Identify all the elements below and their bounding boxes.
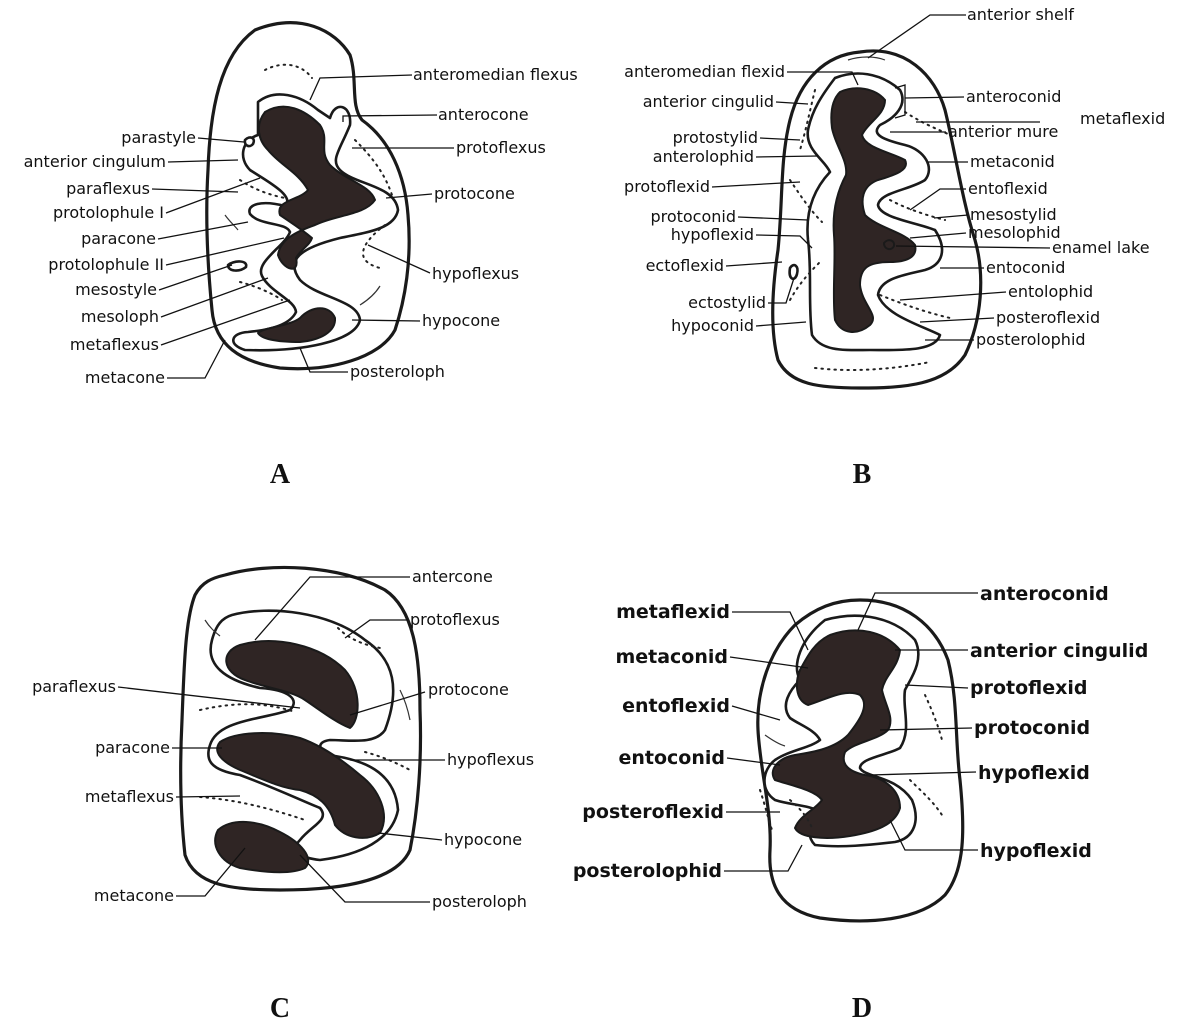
panel-b-label-entoflexid: entoflexid [968, 179, 1048, 198]
panel-c-letter: C [270, 993, 290, 1024]
panel-c-label-metaflexus: metaflexus [85, 787, 174, 806]
panel-a-label-protocone: protocone [434, 184, 515, 203]
panel-c-label-posteroloph: posteroloph [432, 892, 527, 911]
panel-a: anteromedian flexus anterocone protoflex… [24, 23, 578, 490]
panel-d-label-metaconid: metaconid [615, 646, 728, 668]
panel-b-label-hypoconid: hypoconid [671, 316, 754, 335]
panel-c-label-hypocone: hypocone [444, 830, 522, 849]
panel-d-label-anterior-cingulid: anterior cingulid [970, 640, 1148, 662]
panel-c-label-paracone: paracone [95, 738, 170, 757]
panel-a-label-posteroloph: posteroloph [350, 362, 445, 381]
panel-b-label-anteroconid: anteroconid [966, 87, 1061, 106]
panel-a-label-mesoloph: mesoloph [81, 307, 159, 326]
panel-b-label-enamel-lake: enamel lake [1052, 238, 1150, 257]
panel-a-label-anterior-cingulum: anterior cingulum [24, 152, 166, 171]
panel-b-label-anteromedian-flexid: anteromedian flexid [624, 62, 785, 81]
panel-b-label-anterior-shelf: anterior shelf [967, 5, 1074, 24]
panel-a-leader-metacone [167, 340, 225, 378]
panel-b-label-protoflexid: protoflexid [624, 177, 710, 196]
panel-b-label-anterior-mure: anterior mure [948, 122, 1058, 141]
panel-d-label-entoflexid: entoflexid [622, 695, 730, 717]
panel-d-label-posterolophid: posterolophid [573, 860, 722, 882]
panel-c-label-protocone: protocone [428, 680, 509, 699]
panel-d-label-anteroconid: anteroconid [980, 583, 1109, 605]
panel-b-label-ectostylid: ectostylid [688, 293, 766, 312]
panel-c-label-antercone: antercone [412, 567, 493, 586]
panel-d-letter: D [852, 993, 872, 1024]
panel-a-label-metaflexus: metaflexus [70, 335, 159, 354]
panel-d-label-entoconid: entoconid [618, 747, 725, 769]
panel-b-label-ectoflexid: ectoflexid [646, 256, 724, 275]
panel-a-label-protolophule-1: protolophule I [53, 203, 164, 222]
panel-d-label-hypoflexid-2: hypoflexid [980, 840, 1092, 862]
panel-b-label-metaconid: metaconid [970, 152, 1055, 171]
panel-d-label-hypoflexid-1: hypoflexid [978, 762, 1090, 784]
panel-b-label-anterolophid: anterolophid [653, 147, 754, 166]
panel-b-label-protoconid: protoconid [650, 207, 736, 226]
panel-b-label-entoconid: entoconid [986, 258, 1065, 277]
panel-a-label-paracone: paracone [81, 229, 156, 248]
panel-a-label-mesostyle: mesostyle [75, 280, 157, 299]
panel-a-label-parastyle: parastyle [121, 128, 196, 147]
panel-b-label-hypoflexid: hypoflexid [671, 225, 754, 244]
panel-b-label-mesolophid: mesolophid [968, 223, 1061, 242]
panel-c: antercone protoflexus protocone hypoflex… [32, 567, 534, 1024]
panel-b: anterior shelf anteromedian flexid anter… [624, 5, 1165, 490]
panel-b-label-metaflexid: metaflexid [1080, 109, 1165, 128]
panel-b-label-entolophid: entolophid [1008, 282, 1093, 301]
panel-c-label-paraflexus: paraflexus [32, 677, 116, 696]
panel-b-label-protostylid: protostylid [673, 128, 758, 147]
panel-a-label-paraflexus: paraflexus [66, 179, 150, 198]
panel-a-label-protolophule-2: protolophule II [48, 255, 164, 274]
panel-c-label-protoflexus: protoflexus [410, 610, 500, 629]
panel-a-label-metacone: metacone [85, 368, 165, 387]
panel-a-label-hypoflexus: hypoflexus [432, 264, 519, 283]
panel-a-label-protoflexus: protoflexus [456, 138, 546, 157]
panel-b-label-posterolophid: posterolophid [976, 330, 1086, 349]
panel-b-ectostylid [790, 265, 798, 279]
panel-a-label-hypocone: hypocone [422, 311, 500, 330]
panel-b-label-anterior-cingulid: anterior cingulid [643, 92, 774, 111]
panel-d-label-protoflexid: protoflexid [970, 677, 1088, 699]
panel-b-label-posteroflexid: posteroflexid [996, 308, 1100, 327]
panel-a-parastyle-pit [245, 137, 254, 146]
panel-d-label-posteroflexid: posteroflexid [582, 801, 724, 823]
panel-d-label-metaflexid: metaflexid [616, 601, 730, 623]
panel-d: anteroconid anterior cingulid protoflexi… [573, 583, 1148, 1024]
panel-d-label-protoconid: protoconid [974, 717, 1090, 739]
panel-b-enamel-lake [884, 240, 894, 249]
panel-a-letter: A [270, 459, 291, 490]
panel-b-leader-ectoflexid [726, 262, 782, 266]
panel-b-letter: B [853, 459, 872, 490]
panel-c-label-hypoflexus: hypoflexus [447, 750, 534, 769]
panel-c-label-metacone: metacone [94, 886, 174, 905]
panel-b-label-mesostylid: mesostylid [970, 205, 1057, 224]
panel-a-label-anteromedian-flexus: anteromedian flexus [413, 65, 578, 84]
panel-a-label-anterocone: anterocone [438, 105, 529, 124]
